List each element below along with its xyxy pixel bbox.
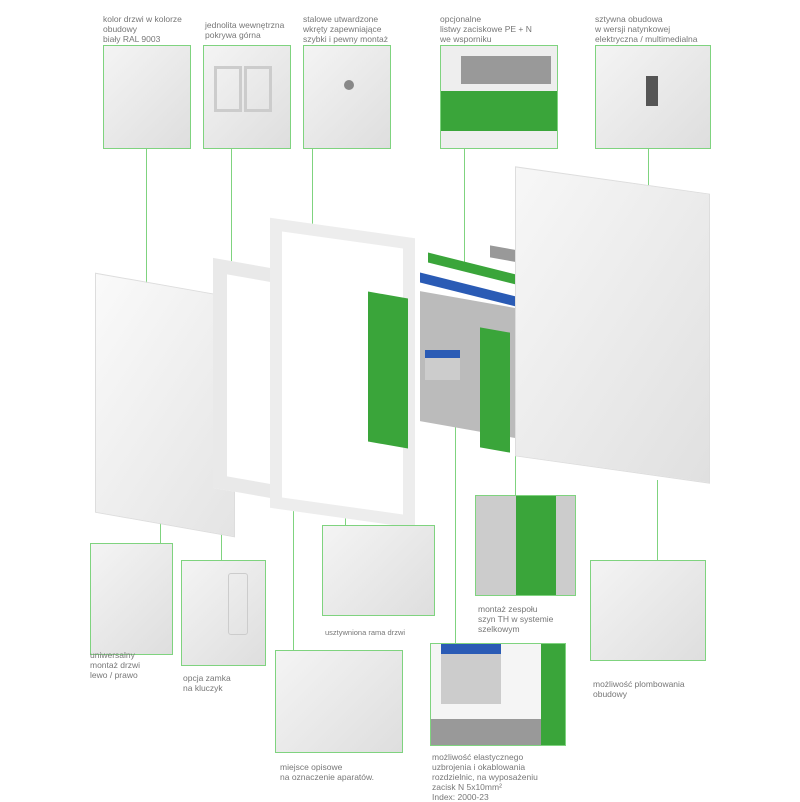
n-terminal-block <box>425 350 460 380</box>
label-key-lock: opcja zamka na kluczyk <box>183 673 231 693</box>
label-label-area: miejsce opisowe na oznaczenie aparatów. <box>280 762 375 782</box>
detail-terminal-strips <box>440 45 558 149</box>
detail-flexible-wiring <box>430 643 566 746</box>
label-rail-mount: montaż zespołu szyn TH w systemie szelko… <box>478 604 554 634</box>
detail-rail-mount <box>475 495 576 596</box>
label-inner-cover: jednolita wewnętrzna pokrywa górna <box>205 20 285 40</box>
rail-bracket-left <box>368 291 408 449</box>
detail-door-color <box>103 45 191 149</box>
detail-door-frame <box>322 525 435 616</box>
label-terminal-strips: opcjonalne listwy zaciskowe PE + N we ws… <box>440 14 532 44</box>
detail-key-lock <box>181 560 266 666</box>
rail-bracket-right <box>480 327 510 453</box>
detail-sealing <box>590 560 706 661</box>
detail-door-mount <box>90 543 173 655</box>
label-flexible-wiring: możliwość elastycznego uzbrojenia i okab… <box>432 752 538 802</box>
label-door-mount: uniwersalny montaż drzwi lewo / prawo <box>90 650 141 680</box>
label-rigid-housing: sztywna obudowa w wersji natynkowej elek… <box>595 14 698 44</box>
detail-steel-screws <box>303 45 391 149</box>
label-steel-screws: stalowe utwardzone wkręty zapewniające s… <box>303 14 389 44</box>
housing <box>515 166 710 484</box>
label-door-color: kolor drzwi w kolorze obudowy biały RAL … <box>103 14 182 44</box>
detail-label-area <box>275 650 403 753</box>
detail-rigid-housing <box>595 45 711 149</box>
label-sealing: możliwość plombowania obudowy <box>593 679 685 699</box>
detail-inner-cover <box>203 45 291 149</box>
label-door-frame: usztywniona rama drzwi <box>325 628 406 637</box>
